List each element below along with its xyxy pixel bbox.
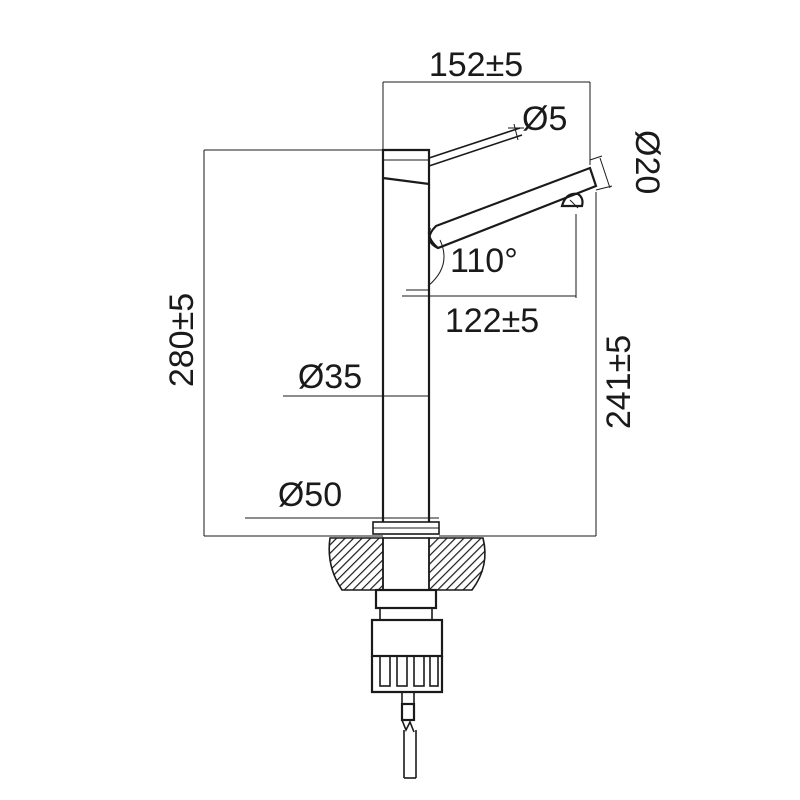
- dim-spout-diameter: Ø20: [589, 130, 666, 194]
- dim-base-diameter: Ø50: [245, 476, 439, 519]
- dim-spout-height: 241±5: [439, 192, 638, 537]
- dim-overall-width: 152±5: [382, 46, 591, 165]
- dim-handle-diameter: Ø5: [508, 100, 567, 138]
- dim-overall-height: 280±5: [163, 149, 383, 537]
- faucet-body: [372, 148, 440, 535]
- dim-spout-angle: 110°: [406, 239, 518, 291]
- spout-angle-label: 110°: [450, 242, 518, 280]
- body-diameter-label: Ø35: [298, 358, 362, 396]
- overall-width-label: 152±5: [429, 46, 523, 84]
- base-diameter-label: Ø50: [278, 476, 342, 514]
- spout: [427, 166, 598, 250]
- spout-height-label: 241±5: [600, 335, 638, 429]
- fixing-assembly: [370, 588, 444, 694]
- supply-hose: [400, 692, 417, 779]
- spout-diameter-label: Ø20: [628, 130, 666, 194]
- handle-diameter-label: Ø5: [522, 100, 567, 138]
- spout-reach-label: 122±5: [445, 302, 539, 340]
- overall-height-label: 280±5: [163, 293, 201, 387]
- dim-body-diameter: Ø35: [283, 358, 429, 397]
- countertop-section: [328, 537, 486, 591]
- lever-handle: [428, 123, 523, 167]
- dim-spout-reach: 122±5: [402, 214, 577, 340]
